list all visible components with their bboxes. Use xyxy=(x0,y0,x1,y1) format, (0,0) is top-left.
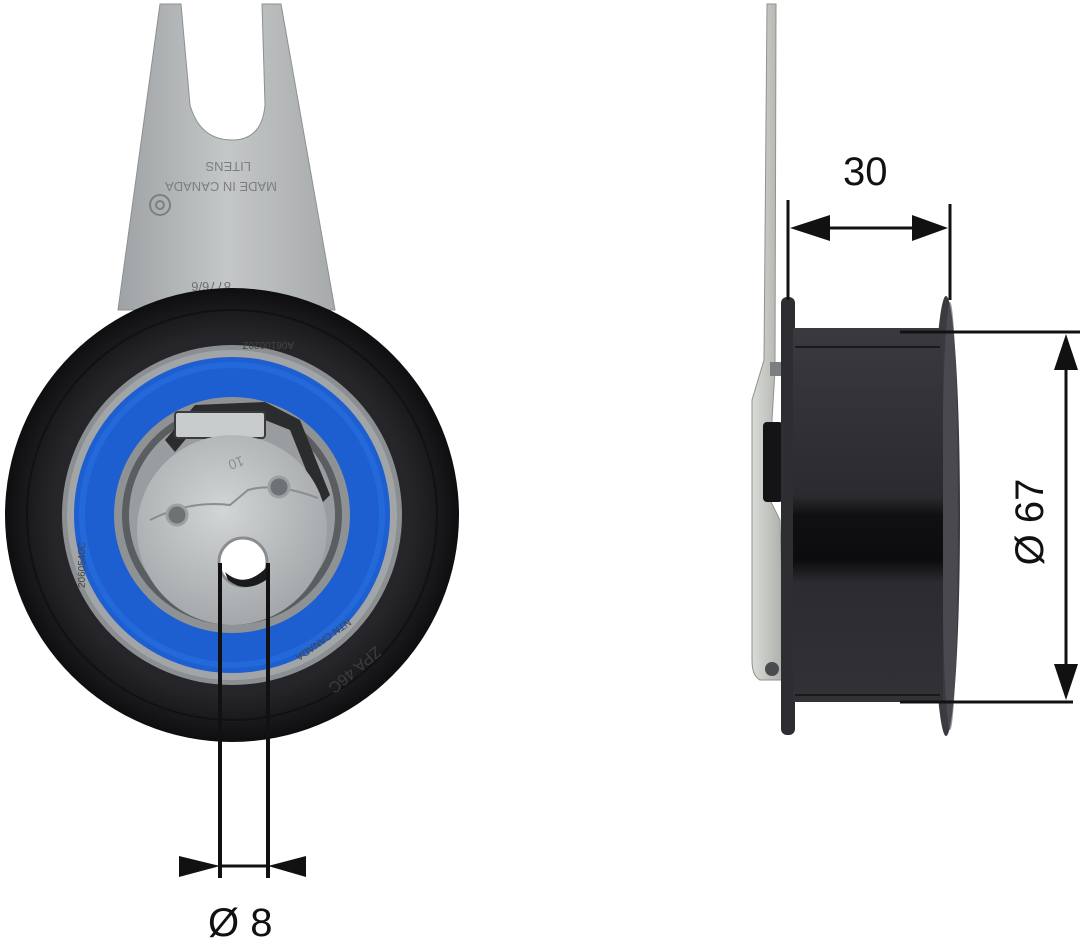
arrow-right-icon xyxy=(912,215,948,241)
arrow-left-icon xyxy=(268,856,306,877)
bore-diameter-label: Ø 8 xyxy=(208,901,273,945)
side-view xyxy=(751,3,1080,736)
width-dimension-label: 30 xyxy=(843,150,888,194)
arrow-up-icon xyxy=(1054,334,1078,370)
front-view: MADE IN CANADA LITENS 8776/6 10 xyxy=(5,3,459,878)
arrow-down-icon xyxy=(1054,664,1078,700)
bore-diameter-dimension xyxy=(179,563,306,878)
arrow-left-icon xyxy=(790,215,830,241)
bracket-engraving: MADE IN CANADA LITENS xyxy=(165,159,277,194)
tension-spring-frame xyxy=(165,402,330,505)
engraving-made-in-canada: MADE IN CANADA xyxy=(165,179,277,194)
bracket-rivet xyxy=(765,662,779,676)
width-dimension xyxy=(786,200,952,300)
hub-rivet-left xyxy=(165,503,189,527)
engraving-bearing-left: 2060540C xyxy=(77,542,88,588)
outer-diameter-label: Ø 67 xyxy=(1008,478,1052,566)
bracket-fork-arm xyxy=(117,3,336,311)
arrow-right-icon xyxy=(179,856,220,877)
hub-marking: 10 xyxy=(226,453,246,473)
engraving-bearing-top: A0610020Z xyxy=(242,339,294,350)
outer-diameter-dimension xyxy=(900,330,1080,704)
litens-logo-icon xyxy=(149,194,171,216)
hub-rivet-right xyxy=(267,475,291,499)
bracket-plate-side xyxy=(751,3,786,681)
tension-indicator-plate xyxy=(174,411,266,439)
engraving-litens: LITENS xyxy=(205,159,251,174)
pulley-body-side xyxy=(793,328,943,702)
pulley-flange-left xyxy=(781,297,795,735)
